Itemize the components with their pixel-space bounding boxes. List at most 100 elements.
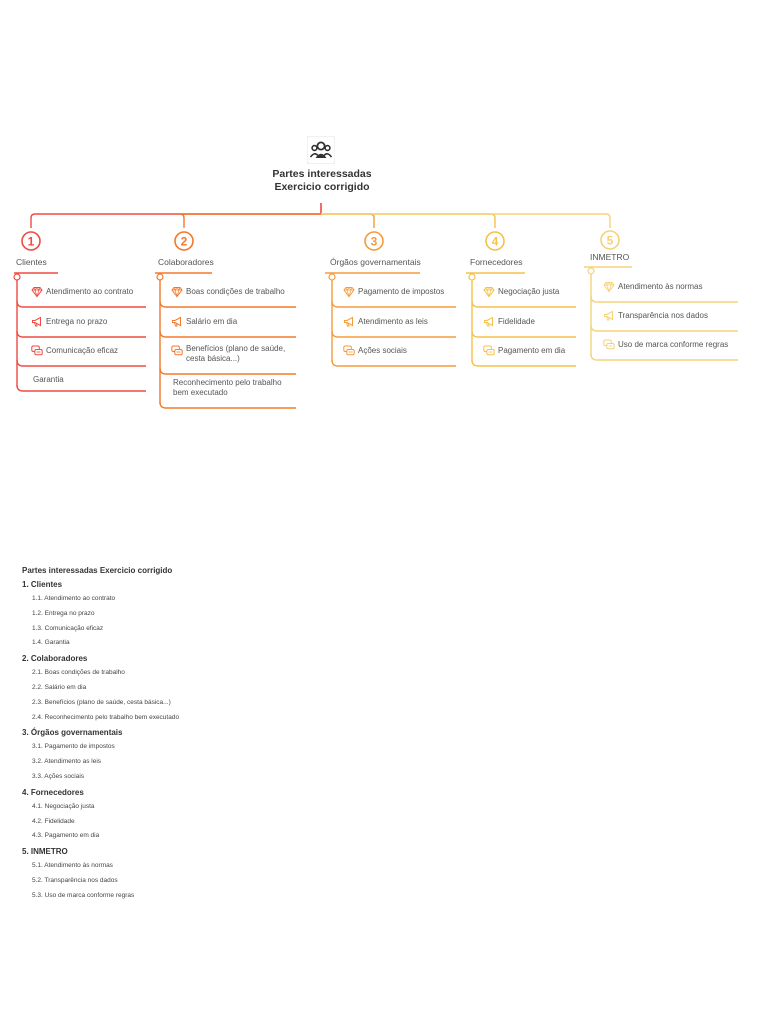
outline-item: 5.2. Transparência nos dados — [32, 876, 118, 884]
outline-item: 3.3. Ações sociais — [32, 772, 85, 780]
root-topic[interactable]: Partes interessadas Exercicio corrigido — [222, 168, 422, 194]
leaf-underline — [331, 300, 456, 308]
leaf-topic[interactable]: Garantia — [33, 375, 64, 384]
branch-connector — [30, 213, 321, 228]
leaf-underline — [16, 330, 146, 338]
megaphone-icon — [604, 310, 613, 321]
megaphone-icon — [484, 316, 493, 327]
branch-label[interactable]: Clientes — [16, 257, 47, 267]
leaf-underline — [159, 300, 296, 308]
outline-item: 2.4. Reconhecimento pelo trabalho bem ex… — [32, 713, 180, 721]
leaf-topic[interactable]: Benefícios (plano de saúde, cesta básica… — [186, 344, 286, 363]
chat-bubbles-icon — [31, 345, 43, 356]
leaf-topic[interactable]: Pagamento de impostos — [358, 287, 445, 296]
chat-bubbles-icon — [603, 339, 615, 350]
outline-item: 4.3. Pagamento em dia — [32, 832, 100, 840]
branch-number: 4 — [492, 235, 499, 249]
leaf-underline — [590, 295, 738, 303]
chat-bubbles-icon — [483, 345, 495, 356]
branch-number-badge: 2 — [174, 231, 194, 251]
leaf-topic[interactable]: Salário em dia — [186, 317, 238, 326]
branch-connector — [321, 213, 496, 228]
diamond-icon — [171, 286, 183, 298]
branch-node — [587, 267, 595, 275]
leaf-underline — [16, 300, 146, 308]
mind-map: 1 2 3 4 5 Partes interessadas Exercicio corr… — [0, 0, 768, 420]
outline-group-heading: 3. Órgãos governamentais — [22, 728, 123, 738]
branch-number: 5 — [607, 234, 614, 248]
branch-connector — [321, 213, 611, 228]
leaf-topic[interactable]: Atendimento às normas — [618, 282, 703, 291]
branch-number-badge: 5 — [600, 230, 620, 250]
leaf-underline — [16, 359, 146, 367]
outline-item: 3.1. Pagamento de impostos — [32, 743, 115, 751]
leaf-underline — [331, 330, 456, 338]
leaf-topic[interactable]: Atendimento as leis — [358, 317, 428, 326]
root-title-line1: Partes interessadas — [272, 168, 372, 180]
leaf-underline — [471, 330, 576, 338]
leaf-underline — [471, 359, 576, 367]
branch-number: 2 — [181, 235, 188, 249]
people-group-icon — [307, 136, 335, 164]
outline-item: 2.1. Boas condições de trabalho — [32, 669, 125, 677]
leaf-topic[interactable]: Atendimento ao contrato — [46, 287, 134, 296]
branch-label[interactable]: INMETRO — [590, 252, 630, 262]
branch-connector — [321, 213, 375, 228]
chat-bubbles-icon — [171, 345, 183, 356]
outline-group-heading: 2. Colaboradores — [22, 654, 88, 664]
outline-item: 5.1. Atendimento às normas — [32, 862, 113, 870]
leaf-topic[interactable]: Transparência nos dados — [618, 311, 708, 320]
outline-item: 3.2. Atendimento as leis — [32, 758, 102, 766]
leaf-underline — [159, 401, 296, 409]
megaphone-icon — [344, 316, 353, 327]
outline-item: 5.3. Uso de marca conforme regras — [32, 891, 135, 899]
root-title-line2: Exercicio corrigido — [274, 181, 370, 193]
diamond-icon — [483, 286, 495, 298]
branch-number-badge: 4 — [485, 231, 505, 251]
outline-item: 4.2. Fidelidade — [32, 817, 75, 825]
leaf-underline — [331, 359, 456, 367]
chat-bubbles-icon — [343, 345, 355, 356]
branch-number: 3 — [371, 235, 378, 249]
branch-node — [468, 273, 476, 281]
branch-label[interactable]: Fornecedores — [470, 257, 523, 267]
leaf-underline — [590, 353, 738, 361]
diamond-icon — [343, 286, 355, 298]
branch-label[interactable]: Órgãos governamentais — [330, 257, 421, 267]
leaf-topic[interactable]: Comunicação eficaz — [46, 346, 119, 355]
outline-groups: 1. Clientes 1.1. Atendimento ao contrato 1… — [22, 580, 422, 907]
leaf-topic[interactable]: Reconhecimento pelo trabalho bem executa… — [173, 378, 282, 397]
leaf-underline — [16, 384, 146, 392]
megaphone-icon — [32, 316, 41, 327]
leaf-topic[interactable]: Ações sociais — [358, 346, 407, 355]
diamond-icon — [31, 286, 43, 298]
branch-connector — [179, 213, 321, 228]
outline-item: 2.2. Salário em dia — [32, 683, 87, 691]
leaf-underline — [159, 367, 296, 375]
outline-group-heading: 4. Fornecedores — [22, 787, 84, 797]
branch-node — [13, 273, 21, 281]
branch-label[interactable]: Colaboradores — [158, 257, 214, 267]
outline-item: 1.4. Garantia — [32, 639, 70, 647]
leaf-topic[interactable]: Pagamento em dia — [498, 346, 566, 355]
branch-node — [156, 273, 164, 281]
branch-number-badge: 1 — [21, 231, 41, 251]
leaf-topic[interactable]: Boas condições de trabalho — [186, 287, 285, 296]
leaf-underline — [159, 330, 296, 338]
outline-title: Partes interessadas Exercicio corrigido — [22, 566, 173, 575]
leaf-underline — [471, 300, 576, 308]
megaphone-icon — [172, 316, 181, 327]
mind-map-connectors: 1 2 3 4 5 — [13, 203, 738, 409]
outline-item: 1.3. Comunicação eficaz — [32, 624, 104, 632]
outline-item: 4.1. Negociação justa — [32, 802, 95, 810]
branch-number: 1 — [28, 235, 35, 249]
leaf-topic[interactable]: Entrega no prazo — [46, 317, 108, 326]
outline-group-heading: 1. Clientes — [22, 580, 63, 589]
outline: Partes interessadas Exercicio corrigido … — [22, 566, 422, 907]
leaf-topic[interactable]: Negociação justa — [498, 287, 560, 296]
outline-item: 1.1. Atendimento ao contrato — [32, 595, 116, 602]
leaf-underline — [590, 324, 738, 332]
leaf-topic[interactable]: Uso de marca conforme regras — [618, 340, 729, 349]
branch-number-badge: 3 — [364, 231, 384, 251]
leaf-topic[interactable]: Fidelidade — [498, 317, 535, 326]
